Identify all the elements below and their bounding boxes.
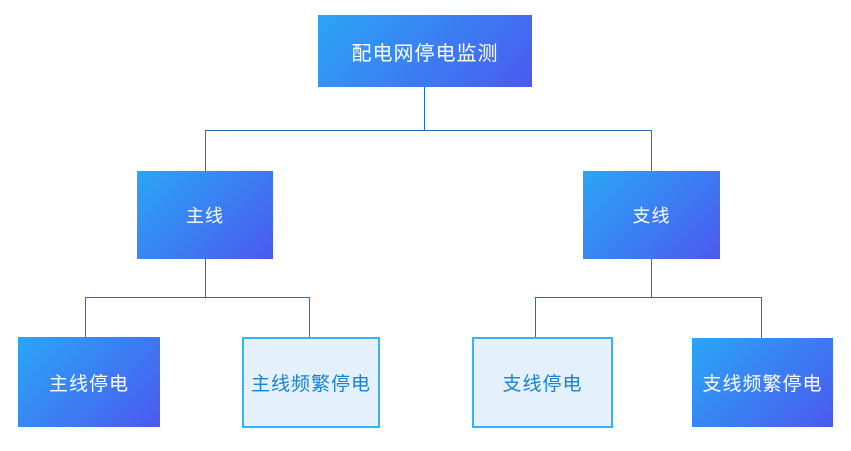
- connector-mainline-down: [204, 259, 206, 297]
- node-branchline[interactable]: 支线: [583, 171, 720, 259]
- connector-mainline-frequent-up: [308, 297, 310, 337]
- connector-branchline-up: [650, 130, 652, 171]
- connector-mainline-children-horizontal: [85, 296, 309, 298]
- connector-mainline-up: [204, 130, 206, 171]
- connector-root-down: [423, 87, 425, 130]
- node-mainline-frequent-outage[interactable]: 主线频繁停电: [242, 337, 380, 428]
- node-branchline-frequent-outage-label: 支线频繁停电: [702, 374, 823, 395]
- connector-mainline-outage-up: [84, 297, 86, 337]
- connector-branchline-down: [650, 259, 652, 297]
- connector-branchline-frequent-up: [760, 297, 762, 338]
- node-mainline-frequent-outage-label: 主线频繁停电: [250, 374, 371, 395]
- connector-branchline-children-horizontal: [535, 296, 761, 298]
- node-mainline[interactable]: 主线: [137, 171, 273, 259]
- node-mainline-outage-label: 主线停电: [48, 373, 129, 395]
- node-mainline-outage[interactable]: 主线停电: [18, 337, 160, 427]
- node-root-label: 配电网停电监测: [351, 42, 499, 65]
- node-mainline-label: 主线: [186, 206, 224, 226]
- node-branchline-frequent-outage[interactable]: 支线频繁停电: [692, 338, 833, 427]
- node-branchline-outage[interactable]: 支线停电: [472, 337, 613, 428]
- node-root[interactable]: 配电网停电监测: [318, 15, 532, 87]
- node-branchline-label: 支线: [632, 206, 671, 226]
- node-branchline-outage-label: 支线停电: [502, 374, 583, 395]
- connector-level1-horizontal: [205, 129, 651, 131]
- connector-branchline-outage-up: [534, 297, 536, 338]
